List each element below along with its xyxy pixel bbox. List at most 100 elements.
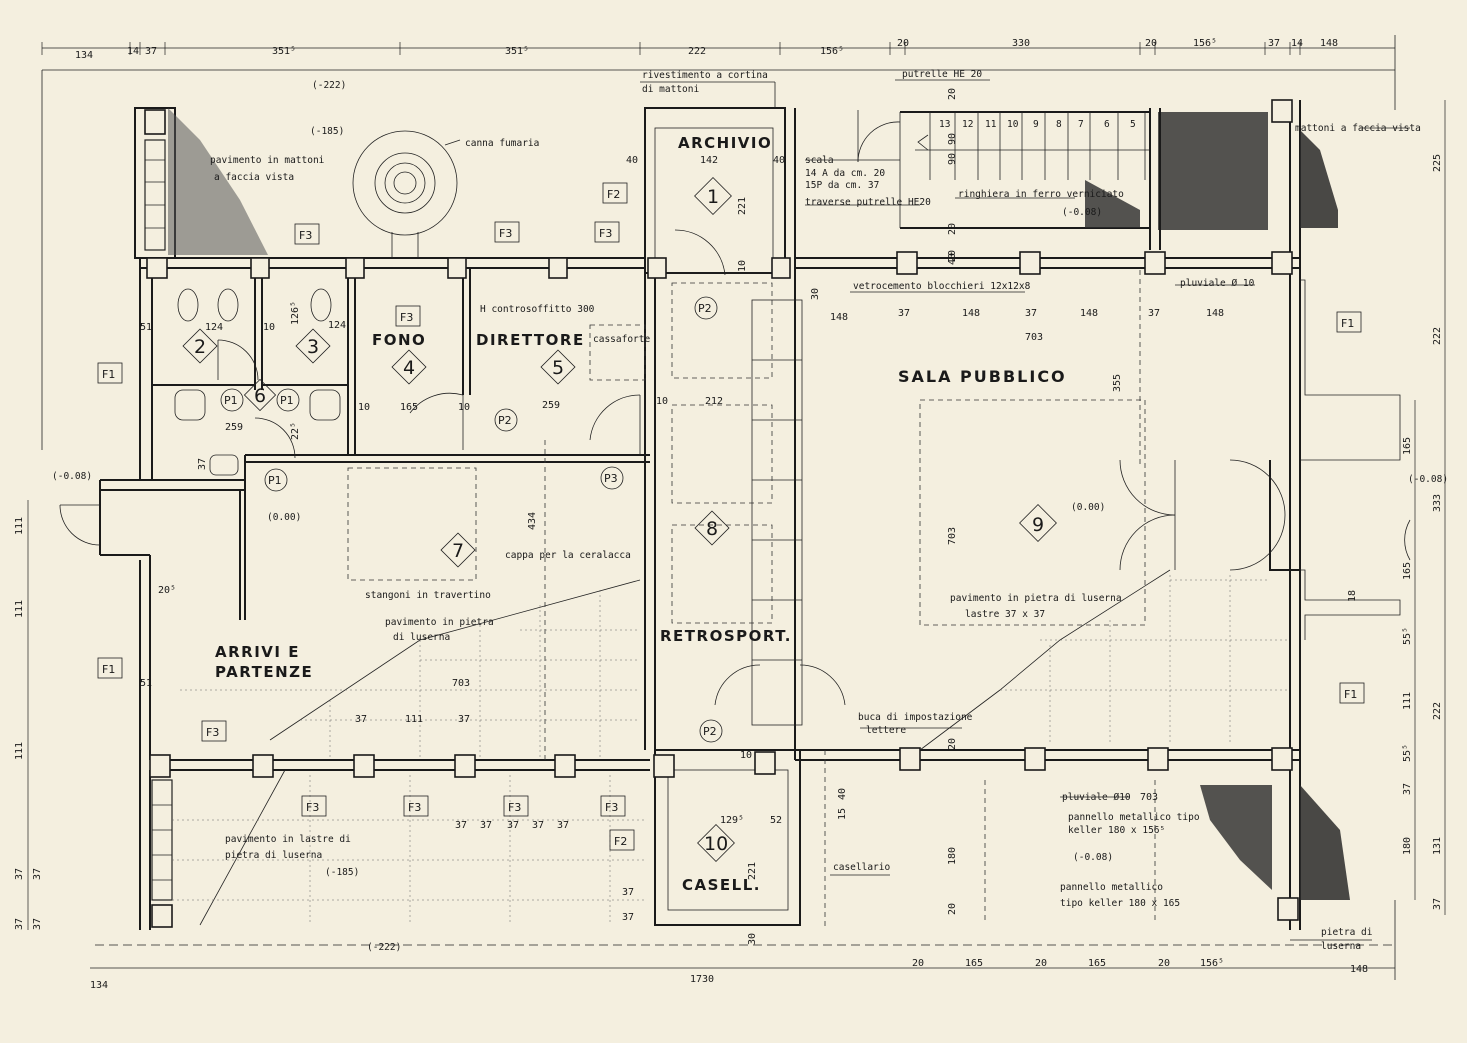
sheet-borders [41, 35, 1396, 980]
right-dim: 333 [1432, 494, 1443, 512]
note-pavimento-sala: pavimento in pietra di luserna [950, 593, 1122, 604]
right-dim: 222 [1432, 702, 1443, 720]
top-dim: 20 [897, 38, 909, 49]
right-inner-dim: 55⁵ [1402, 744, 1413, 762]
window-tag-f1: F1 [1341, 317, 1354, 330]
dim: 129⁵ [720, 815, 744, 826]
note-pietra-luserna: luserna [1321, 941, 1361, 952]
dim: 148 [830, 312, 848, 323]
dim: 20 [947, 250, 958, 262]
dim: 20 [947, 88, 958, 100]
note-scala: 14 A da cm. 20 [805, 168, 885, 179]
note-mattoni-faccia-vista: mattoni a faccia vista [1295, 123, 1421, 134]
dim: 40 [947, 253, 958, 265]
top-dim: 14 [127, 46, 139, 57]
door-tag-p1: P1 [280, 394, 294, 407]
dim: 90 [947, 153, 958, 165]
room-number-markers: 1 2 3 4 5 6 7 8 9 10 [182, 177, 1057, 862]
dim: 124 [205, 322, 223, 333]
dim: 30 [747, 933, 758, 945]
door-tag-p1: P1 [268, 474, 282, 487]
note-pavimento-pietra: di luserna [393, 632, 450, 643]
dim: 90 [947, 133, 958, 145]
dim: 10 [656, 396, 668, 407]
dim: 703 [452, 678, 470, 689]
dim: 18 [1347, 590, 1358, 602]
note-vetrocemento: vetrocemento blocchieri 12x12x8 [853, 281, 1031, 292]
note-rivestimento: rivestimento a cortina [642, 70, 768, 81]
window-tag-f3: F3 [206, 726, 219, 739]
dim: 30 [810, 288, 821, 300]
room-number: 9 [1032, 514, 1044, 536]
note-pannello: pannello metallico [1060, 882, 1163, 893]
window-tag-f3: F3 [299, 229, 312, 242]
right-dim: 225 [1432, 154, 1443, 172]
bottom-dim-left: 134 [90, 980, 108, 991]
bottom-dimension-chain: 134 1730 20 165 20 165 20 156⁵ 148 [90, 958, 1395, 991]
elevation: (-185) [325, 867, 359, 878]
note-pavimento-lastre: pavimento in lastre di [225, 834, 351, 845]
note-cappa: cappa per la ceralacca [505, 550, 631, 561]
window-tag-f3: F3 [400, 311, 413, 324]
right-dimension-chain: 225 222 333 222 131 37 165 165 55⁵ 111 5… [1402, 100, 1446, 915]
dim: 703 [1025, 332, 1043, 343]
door-tag-p1: P1 [224, 394, 238, 407]
window-tag-f3: F3 [508, 801, 521, 814]
left-dim: 37 [14, 868, 25, 880]
stair-step: 5 [1130, 119, 1136, 130]
right-inner-dim: 165 [1402, 437, 1413, 455]
left-dim: 111 [14, 517, 25, 535]
window-tag-f1: F1 [1344, 688, 1357, 701]
note-pluviale: pluviale Ø 10 [1180, 278, 1255, 289]
room-number: 10 [704, 833, 728, 855]
chimney-symbol [352, 130, 461, 258]
dim: 165 [400, 402, 418, 413]
stair-step: 6 [1104, 119, 1110, 130]
note-pavimento-mattoni: a faccia vista [214, 172, 294, 183]
left-dim: 37 [14, 918, 25, 930]
paving-grid [172, 569, 1290, 926]
note-pavimento-lastre: pietra di luserna [225, 850, 322, 861]
walls [99, 100, 1401, 930]
room-number: 6 [254, 385, 266, 407]
stair-step: 8 [1056, 119, 1062, 130]
dim: 221 [747, 862, 758, 880]
dim: 434 [527, 512, 538, 530]
room-labels: ARCHIVIO FONO DIRETTORE SALA PUBBLICO AR… [215, 134, 1065, 894]
note-buca-lettere: lettere [866, 725, 906, 736]
elevation: (-0.08) [52, 471, 92, 482]
window-tag-f2: F2 [607, 188, 620, 201]
dim: 355 [1112, 374, 1123, 392]
right-dim: 222 [1432, 327, 1443, 345]
window-tags: F1 F1 F1 F1 F2 F2 F3 F3 F3 F3 F3 F3 F3 F… [97, 182, 1365, 851]
dim: 126⁵ [290, 301, 301, 325]
dim: 40 [626, 155, 638, 166]
elevation: (0.00) [267, 512, 301, 523]
elevation: (-185) [310, 126, 344, 137]
dashed-outlines [347, 270, 1156, 930]
elevation: (-222) [312, 80, 346, 91]
room-label-arrivi: ARRIVI E [215, 643, 300, 661]
room-number: 5 [552, 357, 564, 379]
left-dim: 37 [32, 918, 43, 930]
dim: 37 [197, 458, 208, 470]
dim: 37 [480, 820, 492, 831]
elevation: (-0.08) [1073, 852, 1113, 863]
note-pavimento-mattoni: pavimento in mattoni [210, 155, 325, 166]
bottom-dim-total: 1730 [690, 974, 714, 985]
bottom-dim: 20 [1035, 958, 1047, 969]
room-label-retrosportello: RETROSPORT. [660, 627, 792, 645]
room-label-archivio: ARCHIVIO [678, 134, 772, 152]
stair-step: 7 [1078, 119, 1084, 130]
note-rivestimento: di mattoni [642, 84, 699, 95]
note-controsoffitto: H controsoffitto 300 [480, 304, 595, 315]
room-number: 8 [706, 518, 718, 540]
window-tag-f3: F3 [599, 227, 612, 240]
top-dim: 351⁵ [505, 46, 529, 57]
door-swings [59, 229, 1411, 706]
right-inner-dim: 180 [1402, 837, 1413, 855]
bottom-dim-right-end: 148 [1350, 964, 1368, 975]
dim: 20⁵ [158, 585, 176, 596]
elevation: (-0.08) [1062, 207, 1102, 218]
note-casellario: casellario [833, 862, 890, 873]
